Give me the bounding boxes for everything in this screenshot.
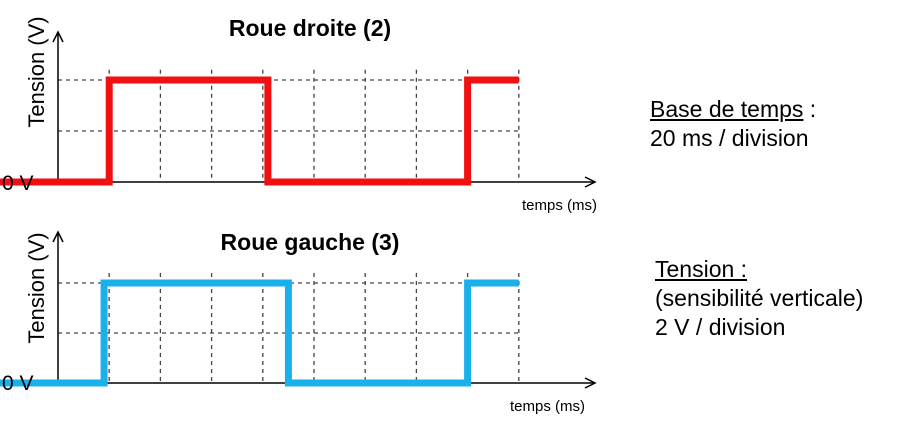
chart-panel-2: Roue gauche (3) Tension (V) 0 V temps (ms) [0, 229, 597, 415]
timebase-heading: Base de temps [650, 96, 804, 122]
signal-trace [0, 76, 519, 186]
x-axis-label: temps (ms) [522, 197, 597, 214]
tension-value: 2 V / division [655, 314, 786, 340]
timebase-colon: : [803, 96, 817, 122]
timebase-block: Base de temps : 20 ms / division [650, 95, 816, 153]
x-axis-arrow [584, 377, 597, 389]
chart-title: Roue droite (2) [229, 15, 391, 41]
tension-note: (sensibilité verticale) [655, 285, 864, 311]
y-axis-label: Tension (V) [24, 16, 49, 127]
x-axis-label: temps (ms) [510, 398, 585, 415]
zero-volt-label: 0 V [2, 372, 34, 395]
zero-volt-label: 0 V [2, 172, 34, 195]
tension-block: Tension : (sensibilité verticale) 2 V / … [655, 255, 863, 342]
chart-title: Roue gauche (3) [221, 229, 400, 255]
chart-panel-1: Roue droite (2) Tension (V) 0 V temps (ms) [0, 15, 597, 214]
timebase-value: 20 ms / division [650, 125, 809, 151]
y-axis-arrow [52, 30, 64, 43]
tension-heading: Tension : [655, 256, 748, 282]
y-axis-arrow [52, 230, 64, 243]
x-axis-arrow [584, 176, 597, 188]
y-axis-label: Tension (V) [24, 232, 49, 343]
signal-trace [0, 279, 519, 387]
